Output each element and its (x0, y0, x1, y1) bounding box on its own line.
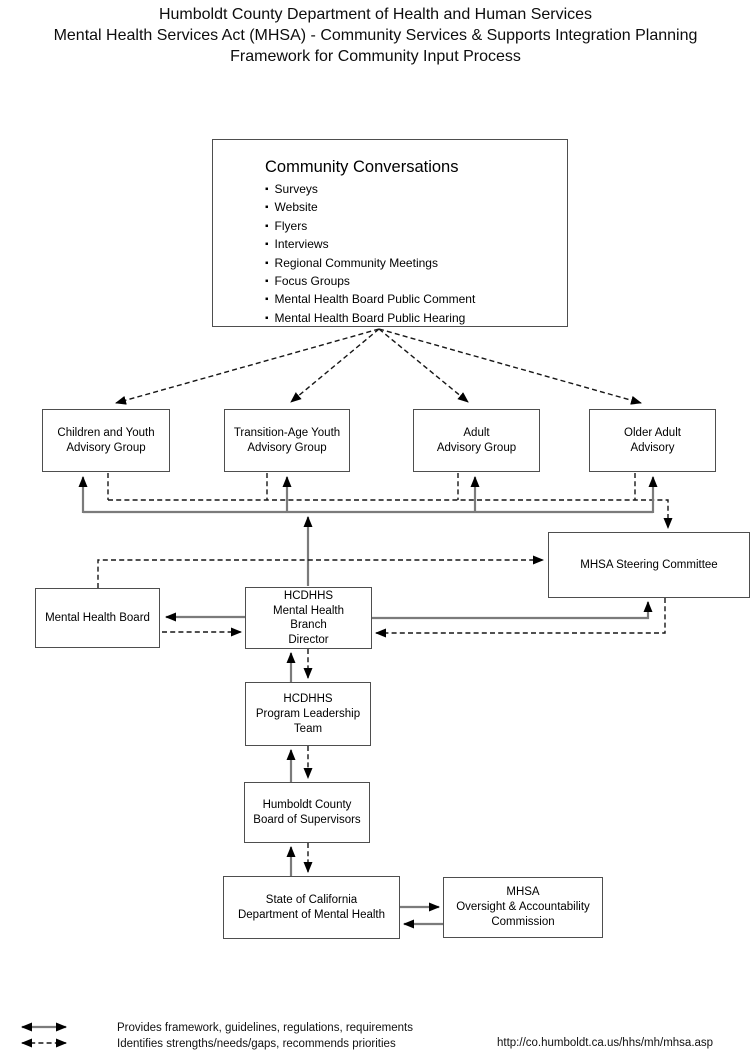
node-hcdhhs-mental-health-branch-director: HCDHHS Mental Health Branch Director (245, 587, 372, 649)
list-item: Surveys (265, 181, 557, 199)
node-hcdhhs-program-leadership-team: HCDHHS Program Leadership Team (245, 682, 371, 746)
legend-solid-label: Provides framework, guidelines, regulati… (117, 1022, 413, 1034)
page-title: Humboldt County Department of Health and… (0, 4, 751, 67)
advisory-feedback-dashed-bus (107, 473, 673, 529)
legend-dashed-label: Identifies strengths/needs/gaps, recomme… (117, 1038, 396, 1050)
title-line-3: Framework for Community Input Process (230, 48, 521, 65)
node-community-conversations: Community Conversations Surveys Website … (212, 139, 568, 327)
list-item: Flyers (265, 218, 557, 236)
state-oversight-arrows (400, 902, 443, 929)
title-line-2: Mental Health Services Act (MHSA) - Comm… (53, 27, 698, 44)
node-older-adult-advisory: Older Adult Advisory (589, 409, 716, 472)
leadership-supervisors-arrows (286, 746, 313, 782)
director-board-arrows (162, 612, 245, 637)
node-state-of-california-dmh: State of California Department of Mental… (223, 876, 400, 939)
board-to-steering-dashed-arrow (97, 555, 544, 588)
list-item: Interviews (265, 236, 557, 254)
director-leadership-arrows (286, 649, 313, 682)
source-url: http://co.humboldt.ca.us/hhs/mh/mhsa.asp (497, 1037, 714, 1049)
community-conversations-title: Community Conversations (265, 158, 459, 176)
node-children-youth-advisory-group: Children and Youth Advisory Group (42, 409, 170, 472)
node-mental-health-board: Mental Health Board (35, 588, 160, 648)
community-conversations-list: Surveys Website Flyers Interviews Region… (265, 181, 557, 328)
list-item: Focus Groups (265, 273, 557, 291)
node-mhsa-oversight-accountability-commission: MHSA Oversight & Accountability Commissi… (443, 877, 603, 938)
list-item: Regional Community Meetings (265, 255, 557, 273)
title-line-1: Humboldt County Department of Health and… (158, 6, 593, 23)
community-to-advisory-fan-arrows (115, 328, 642, 405)
list-item: Mental Health Board Public Comment (265, 291, 557, 309)
legend-arrow-samples (21, 1022, 67, 1048)
node-mhsa-steering-committee: MHSA Steering Committee (548, 532, 750, 598)
list-item: Website (265, 199, 557, 217)
supervisors-state-arrows (286, 843, 313, 876)
list-item: Mental Health Board Public Hearing (265, 310, 557, 328)
node-adult-advisory-group: Adult Advisory Group (413, 409, 540, 472)
node-humboldt-county-board-of-supervisors: Humboldt County Board of Supervisors (244, 782, 370, 843)
node-transition-age-youth-advisory-group: Transition-Age Youth Advisory Group (224, 409, 350, 472)
director-steering-arrows (372, 598, 666, 638)
